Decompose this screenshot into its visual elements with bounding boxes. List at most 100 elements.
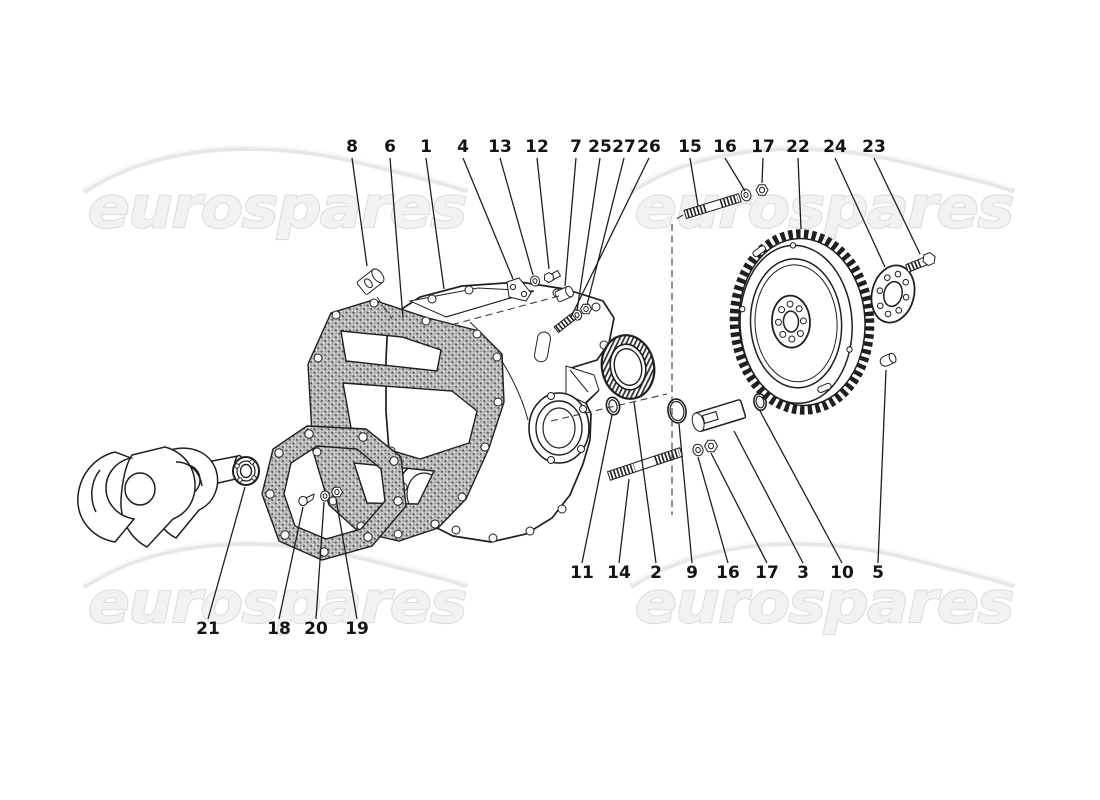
leader-line-4 <box>462 157 514 280</box>
leader-line-24 <box>834 157 886 268</box>
plug-8-drawing <box>356 268 385 295</box>
car-swoosh-highlight <box>631 539 1014 585</box>
callout-25: 25 <box>588 137 612 157</box>
callout-9: 9 <box>686 563 698 583</box>
leader-line-23 <box>873 157 921 255</box>
stud-15-drawing <box>683 193 742 220</box>
callout-20: 20 <box>304 619 328 639</box>
callout-21: 21 <box>196 619 220 639</box>
stud-26-drawing <box>553 312 577 334</box>
watermark-bottom-right: eurospares <box>630 539 1015 637</box>
callout-19: 19 <box>345 619 369 639</box>
leader-line-25 <box>576 157 601 312</box>
watermark-text: eurospares <box>88 570 466 636</box>
flywheel-bolt-holes <box>774 300 807 343</box>
leader-line-14 <box>618 478 630 564</box>
car-swoosh-highlight <box>84 144 467 190</box>
leader-line-17b <box>710 452 768 564</box>
leader-line-18 <box>278 506 304 620</box>
leader-line-15 <box>689 157 699 207</box>
gasket-bolt-holes <box>312 298 503 539</box>
leader-line-6 <box>389 157 404 319</box>
callout-14: 14 <box>607 563 631 583</box>
callout-5: 5 <box>872 563 884 583</box>
leader-line-26 <box>570 157 650 318</box>
watermark-bottom-left: eurospares <box>83 539 468 637</box>
dowel-pin-drawing <box>691 399 747 432</box>
washer-16-lower-drawing <box>692 443 704 457</box>
leader-line-16t <box>724 157 746 192</box>
callout-27: 27 <box>612 137 636 157</box>
callout-18: 18 <box>267 619 291 639</box>
callout-17-top: 17 <box>751 137 775 157</box>
callout-16-top: 16 <box>713 137 737 157</box>
alignment-dashed-lines <box>376 214 684 515</box>
leader-line-16b <box>697 456 729 564</box>
callout-2: 2 <box>650 563 662 583</box>
callout-12: 12 <box>525 137 549 157</box>
callout-13: 13 <box>488 137 512 157</box>
watermark-text: eurospares <box>635 570 1013 636</box>
callout-numbers-top: 8 6 1 4 13 12 7 25 27 26 15 16 17 22 24 … <box>346 137 886 157</box>
leader-line-17t <box>761 157 764 184</box>
callout-15: 15 <box>678 137 702 157</box>
car-swoosh-icon <box>630 144 1015 193</box>
crankshaft-drawing <box>77 446 245 548</box>
leader-line-27 <box>586 157 625 306</box>
cover-screw-set <box>298 486 344 507</box>
bolt-12-drawing <box>543 269 562 284</box>
leader-line-13 <box>499 157 534 276</box>
leader-line-1 <box>425 157 445 290</box>
callout-8: 8 <box>346 137 358 157</box>
callout-24: 24 <box>823 137 847 157</box>
callout-numbers-bottom: 11 14 2 9 16 17 3 10 5 <box>570 563 884 583</box>
leader-line-5 <box>877 369 887 564</box>
leader-line-22 <box>797 157 802 230</box>
callout-26: 26 <box>637 137 661 157</box>
spacer-plate-holes <box>876 270 910 318</box>
washer-13-drawing <box>529 275 541 287</box>
car-swoosh-icon <box>630 539 1015 588</box>
leader-line-8 <box>351 157 368 267</box>
stud-14-drawing <box>606 447 684 481</box>
spacer-plate-drawing <box>870 264 916 324</box>
callout-17-bottom: 17 <box>755 563 779 583</box>
callout-6: 6 <box>384 137 396 157</box>
leader-line-7 <box>564 157 577 287</box>
flywheel-drawing <box>729 229 875 415</box>
callout-23: 23 <box>862 137 886 157</box>
bolt-23-drawing <box>905 252 936 273</box>
callout-22: 22 <box>786 137 810 157</box>
callout-10: 10 <box>830 563 854 583</box>
nut-17-upper-drawing <box>755 184 769 196</box>
leader-line-12 <box>536 157 550 270</box>
callout-numbers-bottom-left: 21 18 20 19 <box>196 619 369 639</box>
bracket-drawing <box>506 277 532 302</box>
leader-line-2 <box>633 401 657 564</box>
car-swoosh-highlight <box>631 144 1014 190</box>
nut-17-lower-drawing <box>703 439 719 453</box>
ring-gear-teeth <box>729 229 875 415</box>
o-ring-9-drawing <box>667 398 687 424</box>
plug-5-drawing <box>879 352 897 367</box>
seal-ring-drawing <box>600 334 656 400</box>
plug-7-drawing <box>554 285 574 303</box>
cover-gasket-bolt-holes <box>265 429 403 557</box>
watermark-text: eurospares <box>88 175 466 241</box>
leader-lines <box>207 157 921 620</box>
car-swoosh-icon <box>83 144 468 193</box>
nut-27-drawing <box>579 303 593 315</box>
watermark-top-left: eurospares <box>83 144 468 242</box>
leader-line-3 <box>733 430 804 564</box>
crankshaft-bearing-drawing <box>232 456 260 486</box>
leader-line-10 <box>759 410 843 564</box>
callout-4: 4 <box>457 137 469 157</box>
housing-gasket-drawing <box>307 298 505 542</box>
callout-11: 11 <box>570 563 594 583</box>
leader-line-9 <box>678 423 693 564</box>
callout-7: 7 <box>570 137 582 157</box>
leader-line-11 <box>581 414 613 564</box>
leader-line-19 <box>335 498 358 620</box>
